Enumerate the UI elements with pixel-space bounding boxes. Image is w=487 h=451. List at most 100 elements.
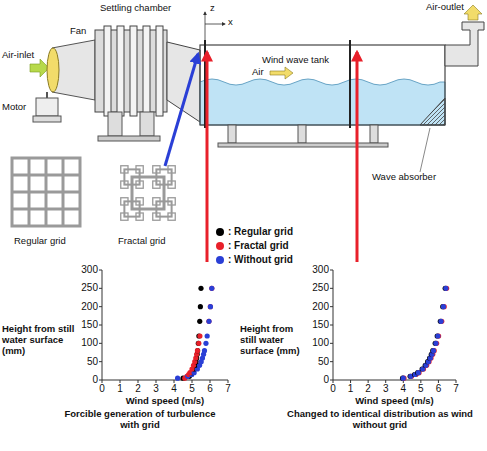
data-point <box>435 333 440 338</box>
legend-swatch <box>216 228 224 236</box>
data-point <box>415 370 420 375</box>
tick-label: 50 <box>76 356 98 368</box>
axis-title: Height from still water surface (mm) <box>240 324 310 357</box>
part-label: Air <box>252 67 264 78</box>
part-label: Air-inlet <box>2 50 34 61</box>
data-point <box>197 319 202 324</box>
part-label: Fan <box>70 26 86 37</box>
position-pointer <box>206 52 209 262</box>
data-point <box>400 376 405 381</box>
data-point <box>430 348 435 353</box>
data-point <box>208 304 213 309</box>
fractal-grid <box>121 166 175 220</box>
fan-inlet <box>47 48 59 92</box>
tick-label: 150 <box>307 319 329 331</box>
data-point <box>442 304 447 309</box>
chart-caption: Changed to identical distribution as win… <box>275 409 485 431</box>
data-point <box>416 370 421 375</box>
data-point <box>206 319 211 324</box>
data-point <box>206 319 211 324</box>
data-point <box>431 348 436 353</box>
data-point <box>432 348 437 353</box>
data-point <box>195 348 200 353</box>
data-point <box>444 286 449 291</box>
data-point <box>433 341 438 346</box>
data-point <box>198 286 203 291</box>
tick-label: 0 <box>76 374 98 386</box>
data-point <box>443 286 448 291</box>
part-label: Wind wave tank <box>262 55 329 66</box>
data-point <box>195 348 200 353</box>
axis-title: Wind speed (m/s) <box>102 396 228 407</box>
inlet-arrow <box>30 59 49 77</box>
tick-label: 6 <box>202 383 218 395</box>
data-point <box>209 286 214 291</box>
data-point <box>433 341 438 346</box>
axis-letter: z <box>210 3 215 14</box>
data-point <box>436 333 441 338</box>
data-point <box>434 341 439 346</box>
grid-label: Fractal grid <box>118 236 166 247</box>
data-point <box>441 304 446 309</box>
data-point <box>209 286 214 291</box>
data-point <box>205 333 210 338</box>
tick-label: 200 <box>76 301 98 313</box>
grid-pointer <box>165 54 198 166</box>
axis-title: Wind speed (m/s) <box>333 396 456 407</box>
position-pointer <box>356 52 359 262</box>
tick-label: 4 <box>395 383 411 395</box>
tick-label: 150 <box>76 319 98 331</box>
data-point <box>439 319 444 324</box>
tick-label: 5 <box>184 383 200 395</box>
chart-axes <box>330 270 456 383</box>
regular-grid <box>12 158 80 226</box>
data-point <box>401 376 406 381</box>
part-label: Motor <box>2 102 26 113</box>
tick-label: 3 <box>148 383 164 395</box>
tick-label: 7 <box>220 383 236 395</box>
chart-axes <box>99 270 228 383</box>
wave-absorber <box>420 98 445 125</box>
tick-label: 300 <box>76 264 98 276</box>
data-point <box>438 319 443 324</box>
tick-label: 250 <box>307 282 329 294</box>
data-point <box>435 333 440 338</box>
data-point <box>198 304 203 309</box>
tick-label: 1 <box>112 383 128 395</box>
grid-label: Regular grid <box>14 236 66 247</box>
legend-swatch <box>216 242 224 250</box>
data-point <box>202 348 207 353</box>
tick-label: 1 <box>343 383 359 395</box>
water <box>200 79 445 125</box>
tick-label: 4 <box>166 383 182 395</box>
data-point <box>196 341 201 346</box>
legend-entry: : Fractal grid <box>216 240 289 251</box>
data-point <box>203 341 208 346</box>
axis-letter: x <box>228 17 233 28</box>
chart-caption: Forcible generation of turbulence with g… <box>55 409 225 431</box>
tick-label: 200 <box>307 301 329 313</box>
tick-label: 0 <box>94 383 110 395</box>
legend-entry: : Regular grid <box>216 226 293 237</box>
tick-label: 50 <box>307 356 329 368</box>
wind-wave-tank <box>200 45 445 125</box>
legend-text: : Regular grid <box>228 226 293 237</box>
contraction <box>167 42 200 122</box>
axis-title: Height from still water surface (mm) <box>2 324 78 357</box>
data-point <box>197 333 202 338</box>
data-point <box>196 341 201 346</box>
data-point <box>401 376 406 381</box>
tick-label: 300 <box>307 264 329 276</box>
tick-label: 2 <box>360 383 376 395</box>
tick-label: 5 <box>413 383 429 395</box>
tick-label: 100 <box>76 337 98 349</box>
data-point <box>175 376 180 381</box>
tick-label: 7 <box>448 383 464 395</box>
tick-label: 100 <box>307 337 329 349</box>
data-point <box>443 286 448 291</box>
legend-entry: : Without grid <box>216 254 293 265</box>
tick-label: 2 <box>130 383 146 395</box>
tick-label: 0 <box>325 383 341 395</box>
tick-label: 3 <box>378 383 394 395</box>
